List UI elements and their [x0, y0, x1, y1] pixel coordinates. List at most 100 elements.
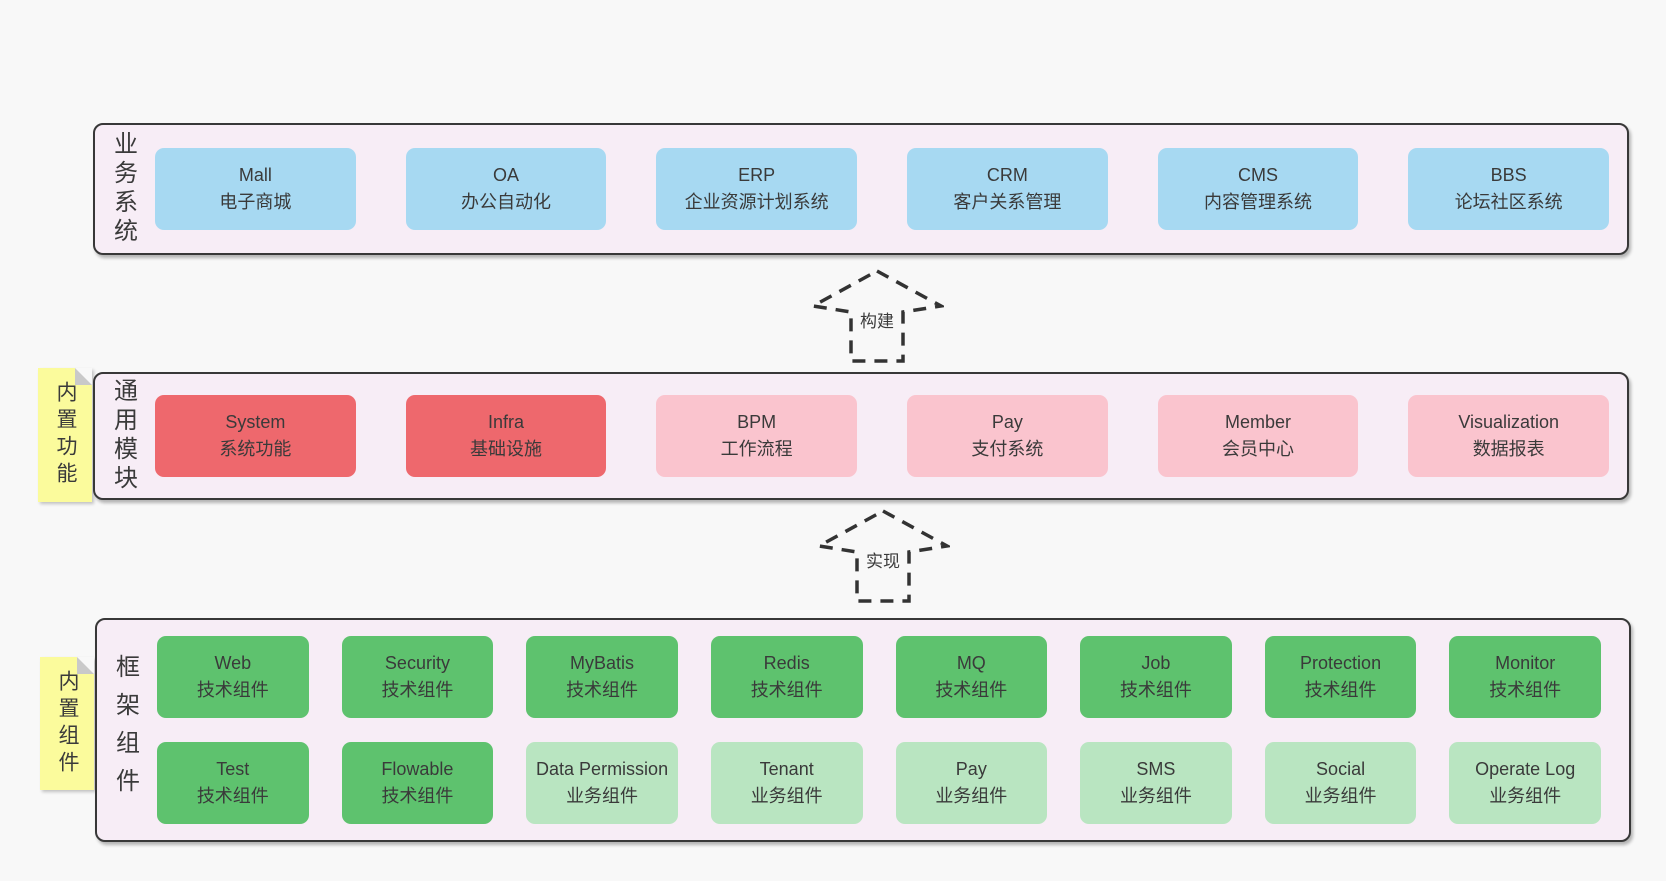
node-test: Test 技术组件 [157, 742, 309, 824]
node-title: CMS [1238, 165, 1279, 185]
node-infra: Infra 基础设施 [405, 395, 607, 477]
node-subtitle: 办公自动化 [461, 192, 551, 212]
node-visualization: Visualization 数据报表 [1408, 395, 1610, 477]
node-title: Data Permission [536, 759, 669, 779]
node-title: SMS [1136, 759, 1176, 779]
node-subtitle: 系统功能 [219, 439, 292, 459]
node-title: Member [1225, 412, 1292, 432]
sticky-note-label: 内置组件 [56, 669, 79, 778]
node-subtitle: 电子商城 [219, 192, 292, 212]
node-subtitle: 数据报表 [1472, 439, 1545, 459]
node-subtitle: 技术组件 [196, 786, 269, 806]
node-cms: CMS 内容管理系统 [1157, 148, 1359, 230]
common-modules-panel-label: 通用模块 [109, 378, 137, 494]
node-web: Web 技术组件 [157, 636, 309, 718]
business-systems-panel-label: 业务系统 [109, 131, 137, 247]
node-subtitle: 企业资源计划系统 [684, 192, 829, 212]
node-subtitle: 技术组件 [1119, 680, 1192, 700]
node-redis: Redis 技术组件 [710, 636, 863, 718]
node-subtitle: 会员中心 [1222, 439, 1295, 459]
node-title: Protection [1300, 653, 1382, 673]
node-title: Monitor [1495, 653, 1556, 673]
node-subtitle: 技术组件 [196, 680, 269, 700]
node-subtitle: 技术组件 [935, 680, 1008, 700]
node-subtitle: 支付系统 [971, 439, 1044, 459]
arrow-build: 构建 [810, 268, 944, 364]
node-title: Flowable [381, 759, 454, 779]
node-crm: CRM 客户关系管理 [907, 148, 1108, 230]
node-subtitle: 内容管理系统 [1204, 192, 1313, 212]
framework-components-grid: Web 技术组件 Security 技术组件 MyBatis 技术组件 Redi… [153, 620, 1629, 840]
node-system: System 系统功能 [155, 395, 356, 477]
node-protection: Protection 技术组件 [1264, 636, 1417, 718]
node-pay-component: Pay 业务组件 [895, 742, 1048, 824]
node-title: Tenant [759, 759, 814, 779]
node-subtitle: 技术组件 [381, 680, 454, 700]
node-title: Operate Log [1475, 759, 1576, 779]
arrow-implement: 实现 [816, 508, 950, 604]
components-row-1: Web 技术组件 Security 技术组件 MyBatis 技术组件 Redi… [157, 636, 1601, 718]
arrow-up-icon [816, 509, 950, 603]
node-title: System [225, 412, 286, 432]
arrow-implement-label: 实现 [862, 546, 904, 573]
node-title: MQ [956, 653, 986, 673]
node-title: MyBatis [570, 653, 635, 673]
sticky-note-label: 内置功能 [54, 381, 77, 489]
framework-components-panel: 框架组件 Web 技术组件 Security 技术组件 MyBatis 技术组件… [95, 618, 1631, 842]
node-subtitle: 论坛社区系统 [1454, 192, 1563, 212]
node-flowable: Flowable 技术组件 [341, 742, 494, 824]
node-oa: OA 办公自动化 [405, 148, 607, 230]
node-title: Pay [955, 759, 987, 779]
node-bpm: BPM 工作流程 [656, 395, 858, 477]
node-title: Visualization [1458, 412, 1560, 432]
node-bbs: BBS 论坛社区系统 [1408, 148, 1610, 230]
node-erp: ERP 企业资源计划系统 [656, 148, 858, 230]
arrow-up-icon [810, 269, 944, 363]
common-modules-row: System 系统功能 Infra 基础设施 BPM 工作流程 Pay 支付系统… [151, 374, 1627, 498]
business-systems-panel: 业务系统 Mall 电子商城 OA 办公自动化 ERP 企业资源计划系统 CRM… [93, 123, 1629, 255]
node-operate-log: Operate Log 业务组件 [1449, 742, 1601, 824]
node-subtitle: 技术组件 [1489, 680, 1562, 700]
node-subtitle: 技术组件 [566, 680, 639, 700]
node-mybatis: MyBatis 技术组件 [526, 636, 678, 718]
sticky-note-built-in-components: 内置组件 [40, 657, 94, 790]
node-subtitle: 技术组件 [381, 786, 454, 806]
components-row-2: Test 技术组件 Flowable 技术组件 Data Permission … [157, 742, 1601, 824]
node-title: Social [1316, 759, 1366, 779]
node-title: Job [1141, 653, 1171, 673]
node-pay-module: Pay 支付系统 [907, 395, 1108, 477]
sticky-note-built-in-features: 内置功能 [38, 368, 92, 502]
node-security: Security 技术组件 [341, 636, 494, 718]
common-modules-panel: 通用模块 System 系统功能 Infra 基础设施 BPM 工作流程 Pay… [93, 372, 1629, 500]
node-title: OA [493, 165, 520, 185]
node-subtitle: 工作流程 [720, 439, 793, 459]
arrow-build-label: 构建 [856, 306, 898, 333]
node-social: Social 业务组件 [1264, 742, 1417, 824]
node-monitor: Monitor 技术组件 [1449, 636, 1601, 718]
node-title: Test [216, 759, 250, 779]
business-systems-row: Mall 电子商城 OA 办公自动化 ERP 企业资源计划系统 CRM 客户关系… [151, 125, 1627, 253]
node-title: Redis [763, 653, 810, 673]
node-subtitle: 客户关系管理 [953, 192, 1062, 212]
node-member: Member 会员中心 [1157, 395, 1359, 477]
node-title: Security [384, 653, 450, 673]
node-subtitle: 业务组件 [1119, 786, 1192, 806]
node-subtitle: 业务组件 [1304, 786, 1377, 806]
node-title: CRM [986, 165, 1028, 185]
node-subtitle: 业务组件 [750, 786, 823, 806]
node-subtitle: 业务组件 [566, 786, 639, 806]
node-subtitle: 业务组件 [1489, 786, 1562, 806]
node-subtitle: 业务组件 [935, 786, 1008, 806]
node-tenant: Tenant 业务组件 [710, 742, 863, 824]
node-job: Job 技术组件 [1080, 636, 1232, 718]
node-title: ERP [738, 165, 776, 185]
node-title: BBS [1490, 165, 1527, 185]
node-sms: SMS 业务组件 [1080, 742, 1232, 824]
node-mall: Mall 电子商城 [155, 148, 356, 230]
node-title: Infra [487, 412, 525, 432]
node-data-permission: Data Permission 业务组件 [526, 742, 678, 824]
node-title: Mall [238, 165, 272, 185]
node-subtitle: 技术组件 [750, 680, 823, 700]
node-title: Pay [991, 412, 1023, 432]
node-mq: MQ 技术组件 [895, 636, 1048, 718]
